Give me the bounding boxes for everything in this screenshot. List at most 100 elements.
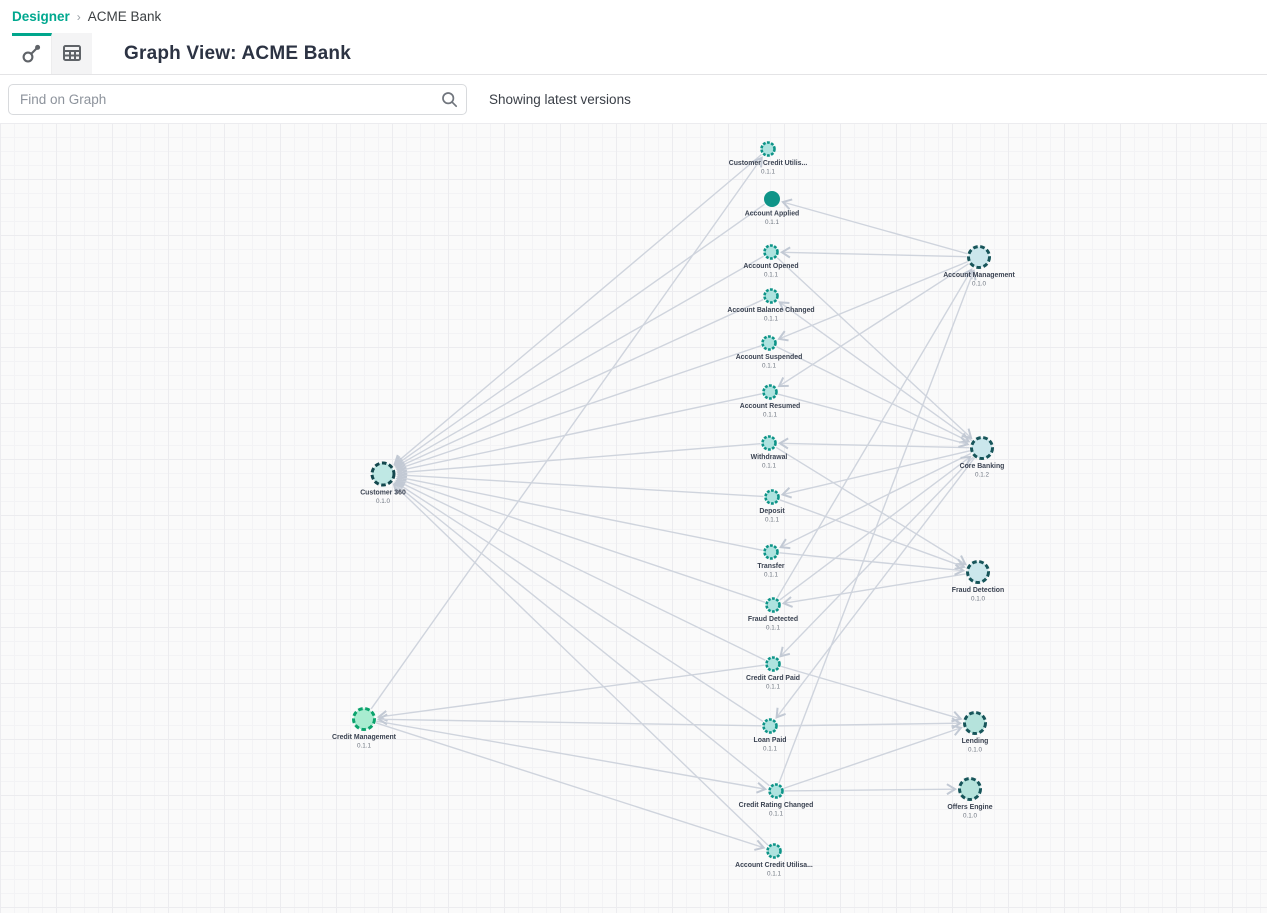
graph-edge-cm-ccu [370, 156, 763, 710]
graph-node-ccp[interactable]: Credit Card Paid 0.1.1 [746, 656, 800, 691]
node-circle[interactable] [963, 711, 987, 735]
node-circle[interactable] [761, 335, 777, 351]
graph-edge-cm-crc [376, 720, 768, 794]
node-version: 0.1.1 [765, 517, 780, 524]
node-circle[interactable] [967, 245, 991, 269]
node-circle[interactable] [765, 597, 781, 613]
node-version: 0.1.1 [762, 463, 777, 470]
node-label: Account Applied [745, 211, 800, 218]
node-circle[interactable] [762, 718, 778, 734]
graph-edge-aa-c360 [393, 203, 766, 467]
breadcrumb-separator-icon: › [76, 9, 81, 24]
graph-edge-cb-d [780, 450, 970, 499]
tab-bar: Graph View: ACME Bank [0, 33, 1267, 75]
edges-layer [370, 153, 977, 851]
node-label: Loan Paid [754, 737, 787, 744]
node-version: 0.1.1 [764, 316, 779, 323]
node-version: 0.1.0 [971, 596, 986, 603]
node-label: Core Banking [960, 463, 1005, 470]
node-label: Customer Credit Utilis... [729, 160, 808, 167]
graph-edge-abc-c360 [395, 298, 764, 470]
node-circle[interactable] [768, 783, 784, 799]
graph-edge-am-as [777, 261, 968, 342]
node-version: 0.1.1 [764, 572, 779, 579]
graph-edge-t-c360 [396, 472, 763, 552]
node-label: Credit Card Paid [746, 675, 800, 682]
node-version: 0.1.1 [763, 746, 778, 753]
graph-edge-cb-abc [778, 301, 973, 442]
node-circle[interactable] [766, 843, 782, 859]
node-circle[interactable] [970, 436, 994, 460]
graph-edge-d-c360 [396, 469, 764, 498]
graph-edge-acu-c360 [392, 483, 769, 846]
tab-table-view[interactable] [52, 33, 92, 74]
node-label: Account Balance Changed [727, 307, 814, 314]
node-circle[interactable] [764, 191, 780, 207]
node-circle[interactable] [370, 461, 396, 487]
node-version: 0.1.2 [975, 472, 990, 479]
node-circle[interactable] [352, 707, 376, 731]
node-circle[interactable] [765, 656, 781, 672]
graph-edge-cb-t [779, 452, 972, 550]
graph-edge-ccu-c360 [393, 153, 762, 466]
search-input[interactable] [8, 83, 467, 115]
tab-graph-view[interactable] [12, 33, 52, 74]
node-circle[interactable] [763, 288, 779, 304]
node-label: Fraud Detected [748, 616, 798, 623]
graph-edge-cb-lp [775, 457, 975, 719]
graph-node-ar[interactable]: Account Resumed 0.1.1 [740, 384, 801, 419]
graph-edge-crc-l [783, 724, 963, 789]
node-version: 0.1.1 [766, 684, 781, 691]
node-circle[interactable] [958, 777, 982, 801]
node-circle[interactable] [966, 560, 990, 584]
breadcrumb-current: ACME Bank [87, 9, 162, 24]
graph-edge-ccp-c360 [395, 478, 766, 661]
node-circle[interactable] [761, 435, 777, 451]
graph-node-ccu[interactable]: Customer Credit Utilis...0.1.1 [729, 141, 808, 176]
node-version: 0.1.1 [763, 412, 778, 419]
node-circle[interactable] [762, 384, 778, 400]
graph-node-am[interactable]: Account Management 0.1.0 [943, 245, 1015, 288]
graph-edge-am-aa [781, 198, 968, 255]
graph-edge-cb-w [777, 437, 970, 450]
node-label: Account Resumed [740, 403, 801, 410]
graph-edge-as-c360 [395, 345, 762, 473]
graph-edge-t-fds [779, 552, 966, 576]
graph-edge-ccp-l [780, 665, 963, 723]
graph-edge-lp-c360 [394, 481, 764, 722]
graph-edge-w-c360 [396, 442, 761, 479]
node-circle[interactable] [763, 244, 779, 260]
node-circle[interactable] [760, 141, 776, 157]
graph-edge-fd-c360 [395, 475, 766, 603]
breadcrumb-designer-link[interactable]: Designer [12, 9, 70, 24]
node-version: 0.1.1 [767, 871, 782, 878]
node-label: Account Management [943, 272, 1015, 279]
node-version: 0.1.0 [972, 281, 987, 288]
node-circle[interactable] [764, 489, 780, 505]
node-label: Account Credit Utilisa... [735, 862, 813, 869]
graph-edge-cb-ccp [779, 456, 974, 658]
node-label: Account Opened [743, 263, 798, 270]
node-label: Account Suspended [736, 354, 803, 361]
node-circle[interactable] [763, 544, 779, 560]
graph-node-lp[interactable]: Loan Paid 0.1.1 [754, 718, 787, 753]
graph-node-acu[interactable]: Account Credit Utilisa... 0.1.1 [735, 843, 813, 878]
graph-node-abc[interactable]: Account Balance Changed 0.1.1 [727, 288, 815, 323]
graph-edge-ao-c360 [394, 255, 764, 468]
graph-edge-crc-c360 [393, 482, 770, 787]
graph-node-cb[interactable]: Core Banking 0.1.2 [960, 436, 1005, 479]
